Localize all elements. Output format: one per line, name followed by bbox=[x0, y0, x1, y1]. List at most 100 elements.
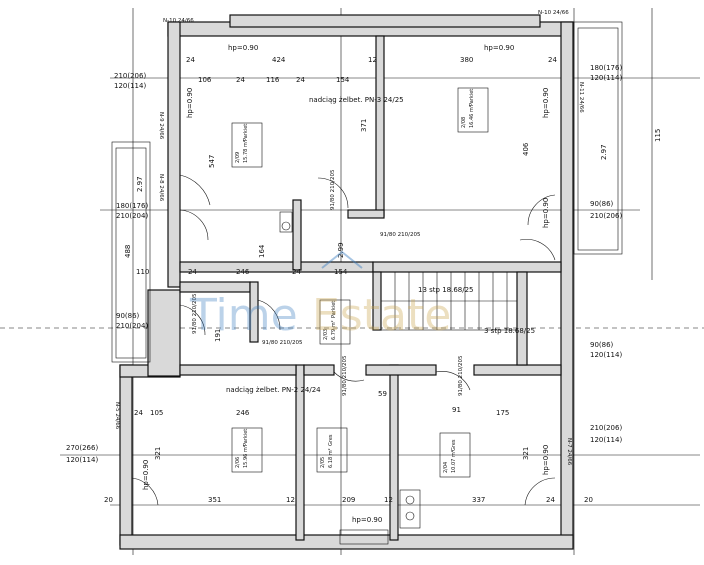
section-left-mid: N-8 24/66 bbox=[158, 174, 164, 202]
section-right-upper: N-11 24/66 bbox=[578, 82, 584, 113]
stairs-label-2: 3 stp 18.68/25 bbox=[484, 327, 535, 335]
dim-right: 210(206) bbox=[590, 212, 622, 220]
dim-bottom: 24 bbox=[546, 496, 555, 504]
opening-label: 91/80 210/205 bbox=[330, 169, 336, 210]
section-right-lower: N-7 24/66 bbox=[566, 438, 572, 466]
dim-vertical: 371 bbox=[360, 119, 368, 132]
dim-right: 120(114) bbox=[590, 74, 622, 82]
hp-label: hp=0.90 bbox=[228, 44, 258, 52]
dim-bottom: 12 bbox=[286, 496, 295, 504]
burner-icon bbox=[405, 511, 415, 521]
watermark-estate: Estate bbox=[312, 290, 451, 341]
dim-mid: 24 bbox=[188, 268, 197, 276]
dim-top: 424 bbox=[272, 56, 286, 64]
svg-text:15.78 m²: 15.78 m² bbox=[243, 140, 249, 163]
balcony-right bbox=[573, 21, 623, 255]
svg-text:10.07 m²: 10.07 m² bbox=[451, 450, 457, 473]
dim-lower: 246 bbox=[236, 409, 250, 417]
dim-left: 270(266) bbox=[66, 444, 98, 452]
room-label-3: 2/06 15.96 m² Parkiet bbox=[231, 427, 263, 473]
dim-left: 120(114) bbox=[114, 82, 146, 90]
svg-text:Parkiet: Parkiet bbox=[243, 429, 249, 446]
dim-vertical: 191 bbox=[214, 329, 222, 342]
svg-text:6.18 m²: 6.18 m² bbox=[328, 448, 334, 468]
hp-label: hp=0.90 bbox=[142, 460, 150, 490]
dim-mid: 154 bbox=[334, 268, 348, 276]
stairs-label: 13 stp 18.68/25 bbox=[418, 286, 474, 294]
dim-lower: 24 bbox=[134, 409, 143, 417]
dim-top: 24 bbox=[548, 56, 557, 64]
dim-left: 210(206) bbox=[114, 72, 146, 80]
balcony-left-inner bbox=[115, 147, 147, 359]
dim-lower: 59 bbox=[378, 390, 387, 398]
dim-left: 180(176) bbox=[116, 202, 148, 210]
dim-bottom: 337 bbox=[472, 496, 485, 504]
svg-text:Parkiet: Parkiet bbox=[243, 124, 249, 141]
svg-text:15.96 m²: 15.96 m² bbox=[243, 445, 249, 468]
slab-note-upper: nadciąg żelbet. PN-3 24/25 bbox=[309, 96, 404, 104]
hp-label: hp=0.90 bbox=[542, 88, 550, 118]
dim-bottom: 20 bbox=[104, 496, 113, 504]
dim-left: 90(86) bbox=[116, 312, 140, 320]
dim-lower: 175 bbox=[496, 409, 509, 417]
hp-label: hp=0.90 bbox=[186, 88, 194, 118]
room-label-5: 2/04 10.07 m² Gres bbox=[439, 432, 471, 478]
dim-top2: 106 bbox=[198, 76, 212, 84]
svg-text:2/08: 2/08 bbox=[461, 117, 467, 128]
dim-top: 380 bbox=[460, 56, 473, 64]
dim-lower: 105 bbox=[150, 409, 163, 417]
dim-right: 120(114) bbox=[590, 351, 622, 359]
hp-label: hp=0.90 bbox=[484, 44, 514, 52]
boiler-icon bbox=[281, 221, 291, 231]
hp-label: hp=0.90 bbox=[542, 445, 550, 475]
balcony-right-inner bbox=[577, 27, 619, 251]
dim-right: 90(86) bbox=[590, 200, 614, 208]
svg-text:16.46 m²: 16.46 m² bbox=[469, 105, 475, 128]
dim-right: 180(176) bbox=[590, 64, 622, 72]
dim-top: 12 bbox=[368, 56, 377, 64]
dim-right: 210(206) bbox=[590, 424, 622, 432]
staircase bbox=[380, 271, 518, 331]
section-top-left: N-10 24/66 bbox=[163, 18, 194, 24]
dim-mid: 24 bbox=[292, 268, 301, 276]
burner-icon bbox=[405, 495, 415, 505]
dim-left: 120(114) bbox=[66, 456, 98, 464]
dim-vertical: 547 bbox=[208, 155, 216, 168]
dim-top2: 154 bbox=[336, 76, 350, 84]
hp-label: hp=0.90 bbox=[352, 516, 382, 524]
opening-label: 91/80 210/205 bbox=[262, 340, 303, 346]
dim-top2: 24 bbox=[296, 76, 305, 84]
dim-left: 210(204) bbox=[116, 212, 148, 220]
room-label-1: 2/08 16.46 m² Parkiet bbox=[457, 87, 489, 133]
svg-text:Parkiet: Parkiet bbox=[469, 89, 475, 106]
section-top-right: N-10 24/66 bbox=[538, 10, 569, 16]
level-marker: 2.97 bbox=[136, 176, 144, 192]
watermark-roof-icon bbox=[321, 250, 363, 269]
opening-label: 91/80 210/205 bbox=[342, 355, 348, 396]
dim-mid: 246 bbox=[236, 268, 250, 276]
dim-vertical: 488 bbox=[124, 245, 132, 258]
dim-top2: 24 bbox=[236, 76, 245, 84]
svg-text:Gres: Gres bbox=[328, 434, 334, 446]
opening-label: 91/80 210/205 bbox=[458, 355, 464, 396]
watermark-time: Time bbox=[189, 290, 298, 341]
dim-bottom: 20 bbox=[584, 496, 593, 504]
doors bbox=[131, 174, 556, 506]
dim-right: 90(86) bbox=[590, 341, 614, 349]
dim-bottom: 209 bbox=[342, 496, 355, 504]
level-marker: 2.97 bbox=[600, 144, 608, 160]
svg-text:Gres: Gres bbox=[451, 439, 457, 451]
dim-vertical: 321 bbox=[154, 447, 162, 460]
dim-right: 120(114) bbox=[590, 436, 622, 444]
dim-vertical: 115 bbox=[654, 129, 662, 142]
room-label-6: 2/03 6.79 m² Parkiet bbox=[319, 299, 351, 345]
dim-top: 24 bbox=[186, 56, 195, 64]
room-label-2: 2/09 15.78 m² Parkiet bbox=[231, 122, 263, 168]
dim-left: 210(204) bbox=[116, 322, 148, 330]
level-marker: 2.99 bbox=[337, 242, 345, 258]
svg-text:Parkiet: Parkiet bbox=[331, 301, 337, 318]
room-label-4: 2/05 6.18 m² Gres bbox=[316, 427, 348, 473]
boiler-fixture bbox=[279, 211, 293, 233]
window-sill-bottom bbox=[339, 529, 389, 545]
opening-label: 91/80 210/205 bbox=[192, 293, 198, 334]
